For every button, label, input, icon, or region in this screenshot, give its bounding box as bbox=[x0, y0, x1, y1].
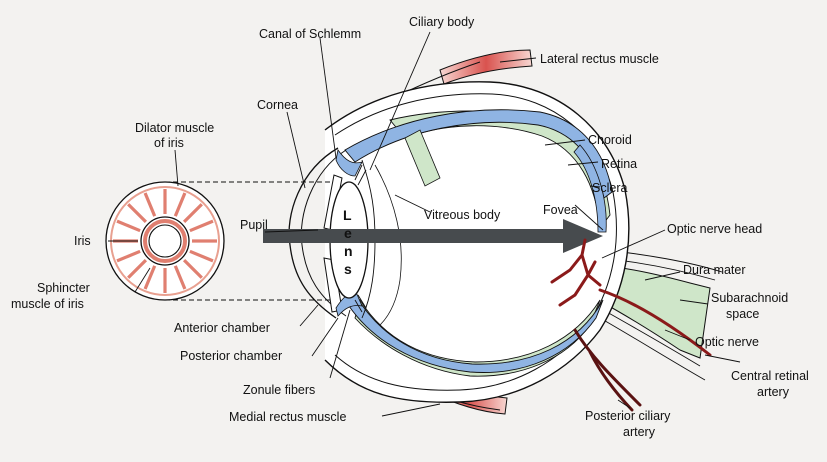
label-lateral-rectus: Lateral rectus muscle bbox=[540, 52, 659, 66]
lens-letter-s: s bbox=[344, 261, 352, 277]
label-iris: Iris bbox=[74, 234, 91, 248]
label-vitreous-body: Vitreous body bbox=[424, 208, 501, 222]
label-choroid: Choroid bbox=[588, 133, 632, 147]
label-zonule-fibers: Zonule fibers bbox=[243, 383, 315, 397]
lens-letter-e: e bbox=[344, 225, 352, 241]
label-sphincter-1: Sphincter bbox=[37, 281, 90, 295]
label-optic-nerve-head: Optic nerve head bbox=[667, 222, 762, 236]
label-canal-of-schlemm: Canal of Schlemm bbox=[259, 27, 361, 41]
lens-letter-l: L bbox=[343, 207, 352, 223]
label-posterior-chamber: Posterior chamber bbox=[180, 349, 282, 363]
label-posterior-ciliary-2: artery bbox=[623, 425, 656, 439]
label-pupil: Pupil bbox=[240, 218, 268, 232]
label-posterior-ciliary-1: Posterior ciliary bbox=[585, 409, 671, 423]
label-sphincter-2: muscle of iris bbox=[11, 297, 84, 311]
label-dilator-1: Dilator muscle bbox=[135, 121, 214, 135]
label-central-retinal-2: artery bbox=[757, 385, 790, 399]
label-retina: Retina bbox=[601, 157, 637, 171]
label-anterior-chamber: Anterior chamber bbox=[174, 321, 270, 335]
lens-letter-n: n bbox=[344, 243, 353, 259]
label-ciliary-body: Ciliary body bbox=[409, 15, 475, 29]
label-medial-rectus: Medial rectus muscle bbox=[229, 410, 346, 424]
label-subarachnoid-1: Subarachnoid bbox=[711, 291, 788, 305]
label-cornea: Cornea bbox=[257, 98, 298, 112]
label-sclera: Sclera bbox=[592, 181, 627, 195]
label-dilator-2: of iris bbox=[154, 136, 184, 150]
label-central-retinal-1: Central retinal bbox=[731, 369, 809, 383]
label-fovea: Fovea bbox=[543, 203, 578, 217]
label-optic-nerve: Optic nerve bbox=[695, 335, 759, 349]
label-subarachnoid-2: space bbox=[726, 307, 759, 321]
label-dura-mater: Dura mater bbox=[683, 263, 746, 277]
